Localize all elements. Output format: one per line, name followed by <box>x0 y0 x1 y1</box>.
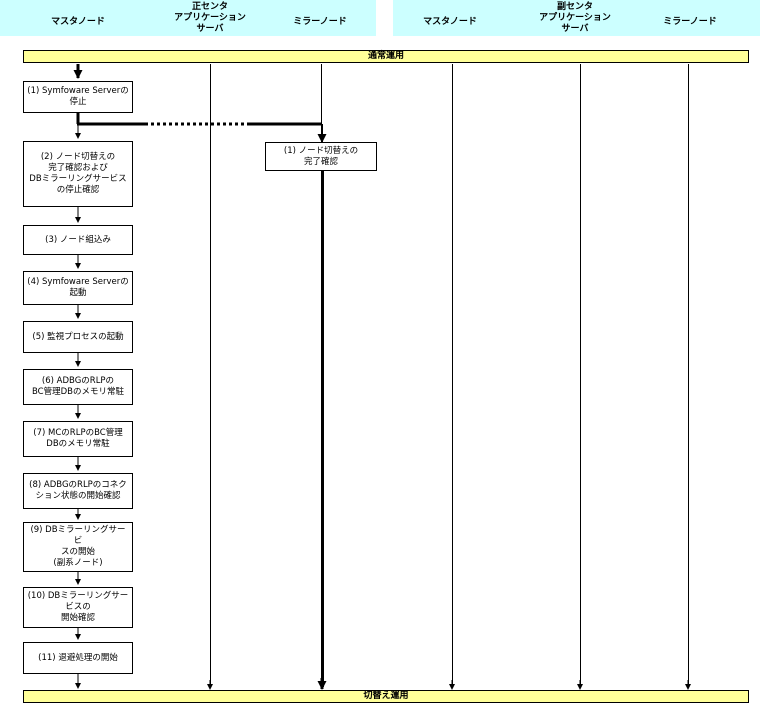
master-step-11: (11) 退避処理の開始 <box>23 642 133 674</box>
master-step-8: (8) ADBGのRLPのコネク ション状態の開始確認 <box>23 473 133 509</box>
secondary-master-lifeline <box>452 64 453 686</box>
master-step-9: (9) DBミラーリングサービ スの開始 (副系ノード) <box>23 522 133 572</box>
secondary-app-server-lifeline <box>580 64 581 686</box>
secondary-app-server-header: アプリケーション サーバ <box>539 13 611 34</box>
primary-mirror-lifeline-upper <box>321 64 322 124</box>
primary-app-server-lifeline <box>210 64 211 686</box>
primary-app-server-header: アプリケーション サーバ <box>174 13 246 34</box>
primary-master-header: マスタノード <box>51 17 105 27</box>
master-step-3: (3) ノード組込み <box>23 225 133 255</box>
mirror-step-1: (1) ノード切替えの 完了確認 <box>265 142 377 171</box>
primary-center-title: 正センタ <box>191 2 228 12</box>
secondary-mirror-header: ミラーノード <box>663 17 717 27</box>
master-step-2: (2) ノード切替えの 完了確認および DBミラーリングサービス の停止確認 <box>23 141 133 207</box>
primary-mirror-header: ミラーノード <box>293 17 347 27</box>
master-step-10: (10) DBミラーリングサー ビスの 開始確認 <box>23 587 133 628</box>
secondary-center-title: 副センタ <box>556 2 593 12</box>
master-step-5: (5) 監視プロセスの起動 <box>23 321 133 353</box>
master-step-1: (1) Symfoware Serverの 停止 <box>23 81 133 113</box>
secondary-mirror-lifeline <box>688 64 689 686</box>
primary-mirror-lifeline-lower <box>321 171 324 687</box>
master-step-6: (6) ADBGのRLPの BC管理DBのメモリ常駐 <box>23 369 133 405</box>
master-step-4: (4) Symfoware Serverの 起動 <box>23 271 133 305</box>
secondary-master-header: マスタノード <box>423 17 477 27</box>
normal-operation-band: 通常運用 <box>23 50 749 63</box>
primary-center-header-panel <box>0 0 376 36</box>
secondary-center-header-panel <box>393 0 760 36</box>
master-step-7: (7) MCのRLPのBC管理 DBのメモリ常駐 <box>23 421 133 457</box>
switchover-operation-band: 切替え運用 <box>23 690 749 703</box>
